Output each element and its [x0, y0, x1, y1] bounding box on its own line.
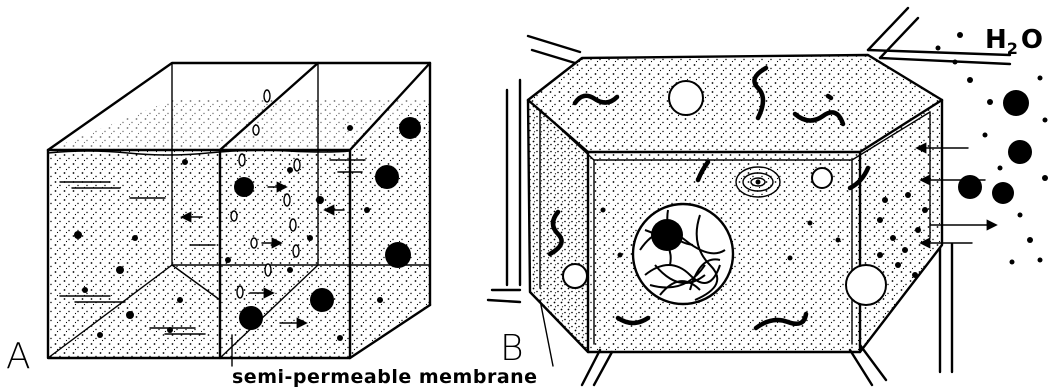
water-formula-subscript: 2	[1007, 39, 1018, 58]
panel-a-container: A	[6, 63, 430, 377]
panel-a-label: A	[6, 336, 31, 377]
nucleus	[633, 204, 733, 304]
water-formula-o: O	[1021, 25, 1043, 55]
water-formula-h: H	[985, 25, 1007, 55]
membrane-caption: semi-permeable membrane	[232, 366, 538, 387]
cell-top-face	[528, 55, 942, 152]
panel-b-cell: H2O B	[488, 8, 1048, 385]
panel-b-label: B	[500, 328, 524, 369]
liquid-front-face	[48, 150, 350, 358]
